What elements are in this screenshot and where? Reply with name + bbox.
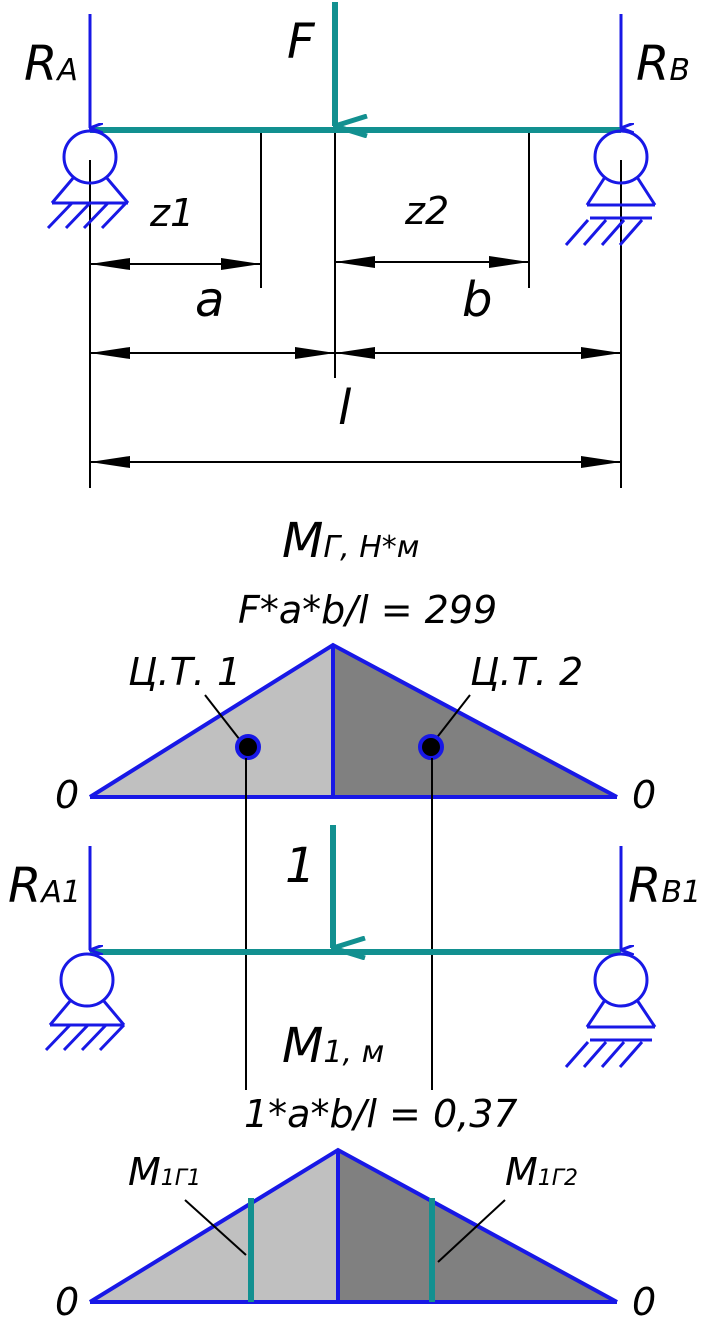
reaction-a1-label: RA1: [8, 858, 81, 914]
reaction-a-label: RA: [24, 36, 78, 92]
force-f-label: F: [287, 14, 316, 70]
moment-left-zero: 0: [55, 773, 79, 817]
unit-moment-diagram: M1, м 1*a*b/l = 0,37 M1Г1 M1Г2 0 0: [55, 1018, 656, 1324]
unit-force-label: 1: [285, 838, 316, 894]
dim-z1-label: z1: [149, 191, 194, 235]
moment-right-zero: 0: [632, 773, 656, 817]
unit-moment-peak-label: 1*a*b/l = 0,37: [244, 1092, 518, 1136]
top-scheme: RA RB F z1 z2 a b l: [24, 2, 690, 488]
support-a-symbol: [46, 129, 130, 230]
reaction-b-label: RB: [636, 36, 690, 92]
m1g2-label: M1Г2: [505, 1150, 578, 1194]
m1g1-label: M1Г1: [128, 1150, 201, 1194]
centroid-1-marker: [235, 734, 261, 760]
centroid-2-label: Ц.Т. 2: [470, 650, 583, 694]
m1g1-leader: [184, 1199, 247, 1256]
centroid-1-label: Ц.Т. 1: [128, 650, 241, 694]
moment-diagram-title: MГ, Н*м: [282, 513, 419, 569]
dim-a-label: a: [195, 272, 224, 328]
support-b1-symbol: [564, 952, 657, 1068]
ct1-leader: [204, 694, 241, 741]
moment-peak-label: F*a*b/l = 299: [238, 588, 497, 632]
unit-moment-title: M1, м: [282, 1018, 384, 1074]
dim-l-label: l: [338, 380, 352, 436]
unit-moment-left-zero: 0: [55, 1280, 79, 1324]
moment-diagram: MГ, Н*м F*a*b/l = 299 Ц.Т. 1 Ц.Т. 2 0 0: [55, 513, 656, 817]
unit-scheme: RA1 RB1 1: [8, 825, 701, 1068]
support-a1-symbol: [44, 952, 126, 1052]
support-b-symbol: [564, 129, 657, 246]
unit-moment-right-zero: 0: [632, 1280, 656, 1324]
dim-z2-label: z2: [404, 189, 449, 233]
reaction-b1-label: RB1: [628, 858, 701, 914]
dim-b-label: b: [462, 272, 492, 328]
m1g2-leader: [437, 1199, 506, 1263]
ct2-leader: [434, 694, 471, 741]
centroid-2-marker: [418, 734, 444, 760]
